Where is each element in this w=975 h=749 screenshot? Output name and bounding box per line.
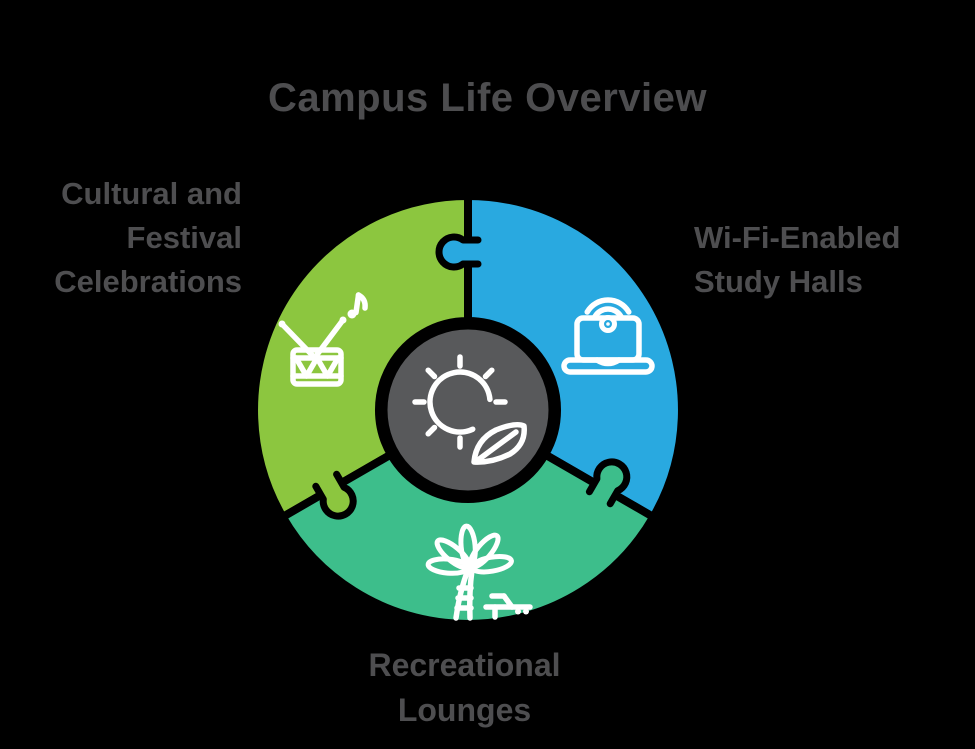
- label-line: Celebrations: [54, 264, 242, 299]
- laptop-wifi-icon: [561, 297, 655, 375]
- puzzle-knob-green: [312, 470, 357, 520]
- puzzle-wheel-diagram: [250, 192, 686, 628]
- label-recreational-lounges: Recreational Lounges: [0, 643, 929, 733]
- label-line: Recreational: [368, 647, 561, 683]
- palm-lounge-icon: [425, 523, 533, 621]
- label-wifi-enabled-study-halls: Wi-Fi-Enabled Study Halls: [694, 216, 900, 304]
- puzzle-knob-blue: [435, 233, 482, 271]
- leaf-shape: [471, 421, 527, 465]
- sun-leaf-icon: [412, 354, 527, 465]
- label-cultural-festival-celebrations: Cultural and Festival Celebrations: [0, 172, 242, 304]
- label-line: Wi-Fi-Enabled: [694, 220, 901, 255]
- puzzle-knob-teal: [585, 458, 631, 508]
- center-hub-circle: [378, 320, 558, 500]
- label-line: Festival: [126, 220, 242, 255]
- drum-music-icon: [278, 292, 368, 387]
- label-line: Lounges: [397, 692, 532, 728]
- label-line: Cultural and: [61, 176, 242, 211]
- label-line: Study Halls: [694, 264, 863, 299]
- page-title: Campus Life Overview: [267, 76, 708, 120]
